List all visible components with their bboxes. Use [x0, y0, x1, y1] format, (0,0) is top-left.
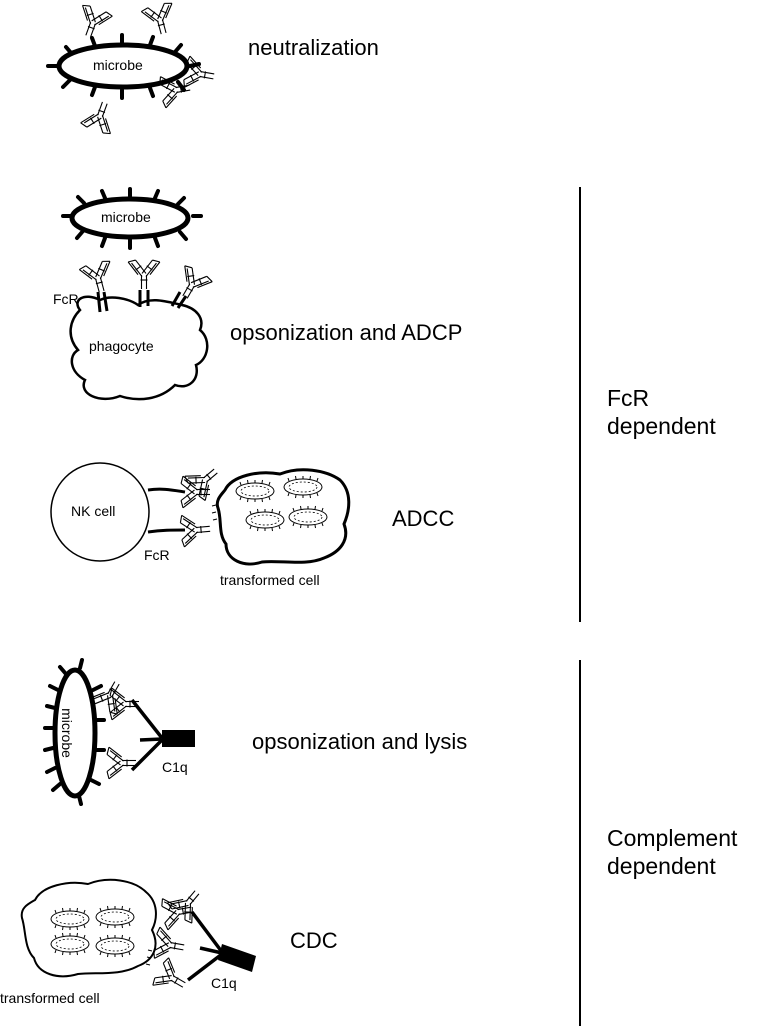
antibody [72, 0, 115, 43]
opsonization-lysis-illustration [43, 658, 195, 806]
antibody [78, 96, 121, 139]
microbe-label: microbe [93, 57, 143, 73]
cdc-label: CDC [290, 928, 338, 953]
complement-dependent-line1: Complement [607, 825, 738, 851]
antibody [103, 746, 137, 780]
c1q-label: C1q [162, 759, 188, 775]
complement-dependent-line2: dependent [607, 853, 716, 879]
nk-cell [50, 462, 150, 562]
microbe-label: microbe [59, 708, 75, 758]
neutralization-illustration [46, 0, 218, 139]
microbe [69, 196, 191, 240]
transformed-cell-label: transformed cell [0, 990, 100, 1006]
microbe [56, 42, 190, 90]
opsonization-adcp-label: opsonization and ADCP [230, 320, 463, 345]
fcr-label: FcR [53, 291, 79, 307]
neutralization-label: neutralization [248, 35, 379, 60]
c1q [130, 698, 195, 772]
antibody [77, 256, 118, 297]
complement-dependent-label: Complement dependent [607, 824, 737, 880]
fcr-dependent-line1: FcR [607, 385, 650, 411]
antibody [148, 954, 193, 1000]
fcr-label: FcR [144, 547, 170, 563]
c1q-label: C1q [211, 975, 237, 991]
phagocyte [69, 295, 209, 401]
adcc-label: ADCC [392, 506, 455, 531]
fcr-dependent-label: FcR dependent [607, 384, 716, 440]
opsonization-adcp-illustration [61, 187, 216, 401]
antibody [127, 256, 161, 290]
cdc-illustration [20, 878, 256, 1000]
transformed-cell [20, 878, 157, 978]
antibody [139, 0, 180, 39]
transformed-cell-label: transformed cell [220, 572, 320, 588]
antibody [163, 881, 210, 928]
microbe [52, 667, 98, 799]
nk-cell-label: NK cell [71, 503, 116, 519]
opsonization-lysis-label: opsonization and lysis [252, 729, 468, 754]
phagocyte-label: phagocyte [89, 338, 154, 354]
c1q [186, 910, 256, 982]
fcr-dependent-line2: dependent [607, 413, 716, 439]
adcc-illustration [50, 458, 351, 566]
microbe-label: microbe [101, 209, 151, 225]
